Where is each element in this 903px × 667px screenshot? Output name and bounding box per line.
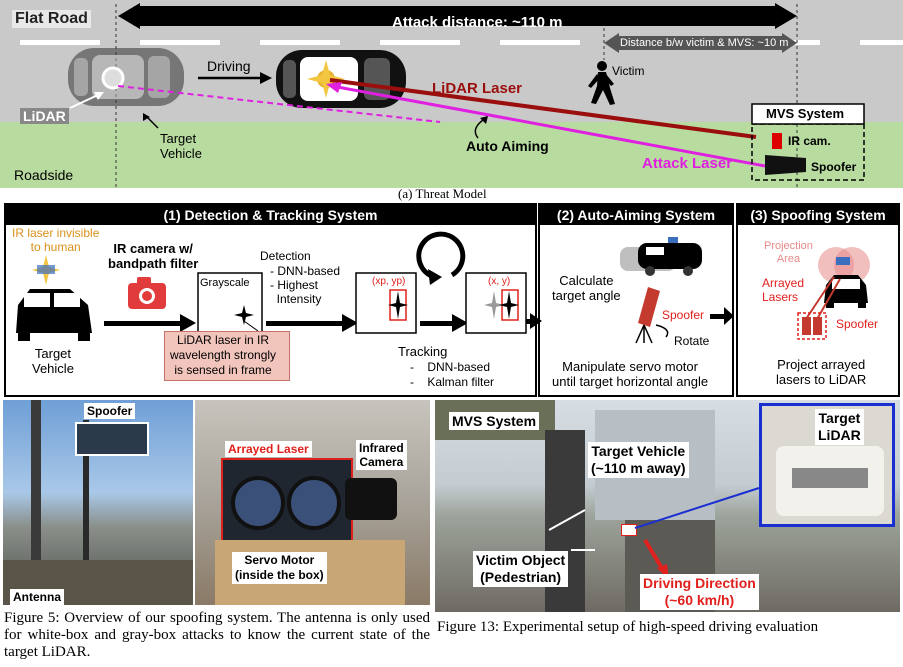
target-vehicle-marker — [621, 524, 637, 536]
mvs-photo-label: MVS System — [449, 412, 540, 430]
auto-aiming-panel: (2) Auto-Aiming System — [538, 203, 734, 397]
figure5-caption: Figure 5: Overview of our spoofing syste… — [4, 610, 430, 660]
detection-panel-title: (1) Detection & Tracking System — [6, 205, 535, 225]
photo-spoofer-label: Spoofer — [84, 403, 136, 419]
spoofing-spoofer-label: Spoofer — [836, 317, 879, 331]
target-lidar-label: Target LiDAR — [815, 409, 864, 445]
target-vehicle-photo-label: Target Vehicle (~110 m away) — [588, 442, 689, 478]
pedestrian-icon — [588, 61, 615, 105]
lane-marking — [20, 40, 100, 45]
manipulate-label: Manipulate servo motor until target hori… — [552, 359, 709, 389]
aiming-spoofer-label: Spoofer — [662, 308, 705, 322]
mvs-system-label: MVS System — [766, 106, 845, 121]
tracking-title: Tracking — [398, 344, 448, 359]
aiming-panel-title: (2) Auto-Aiming System — [540, 205, 732, 225]
infrared-camera-label: Infrared Camera — [356, 440, 407, 470]
ghost-car-icon — [68, 48, 184, 106]
spoofer-highlight — [75, 422, 149, 456]
tracking-item: - Kalman filter — [410, 375, 495, 389]
arrayed-lasers-label: Arrayed Lasers — [762, 276, 805, 304]
lidar-label: LiDAR — [20, 108, 69, 124]
coord-xy-label: (x, y) — [488, 276, 511, 287]
ir-camera-body — [345, 478, 397, 520]
arrayed-laser-label: Arrayed Laser — [225, 441, 312, 457]
detection-item: - DNN-based — [270, 264, 341, 278]
rotate-label: Rotate — [674, 334, 710, 348]
servo-motor-label: Servo Motor (inside the box) — [232, 552, 327, 584]
victim-distance-label: Distance b/w victim & MVS: ~10 m — [620, 37, 789, 49]
lane-marking — [140, 40, 220, 45]
driving-photo-annotations — [548, 487, 760, 580]
ir-laser-note: IR laser invisible to human — [12, 226, 100, 254]
roadside-label: Roadside — [14, 167, 74, 183]
tripod-pole — [83, 420, 89, 605]
spoofer-label: Spoofer — [811, 160, 857, 174]
figure13-caption: Figure 13: Experimental setup of high-sp… — [437, 619, 819, 635]
panel-arrow — [526, 313, 542, 329]
lane-marking — [260, 40, 340, 45]
lane-marking — [860, 40, 903, 45]
photo-antenna-label: Antenna — [10, 589, 64, 605]
coord-p-label: (xp, yp) — [372, 276, 406, 287]
lane-marking — [500, 40, 580, 45]
lane-marking — [380, 40, 460, 45]
detection-diagram — [16, 231, 527, 341]
tracking-item: - DNN-based — [410, 360, 491, 374]
laser-lens — [287, 476, 341, 530]
spoofing-panel-title: (3) Spoofing System — [738, 205, 898, 225]
aiming-diagram — [538, 237, 734, 344]
lidar-laser-label: LiDAR Laser — [432, 80, 523, 97]
spoofer-photo — [3, 400, 193, 605]
victim-label: Victim — [612, 64, 645, 78]
target-vehicle-label-panel: Target Vehicle — [32, 346, 74, 376]
laser-lens — [231, 476, 285, 530]
spoofing-diagram — [797, 247, 870, 340]
attack-laser-label: Attack Laser — [642, 155, 733, 172]
lidar-note: LiDAR laser in IR wavelength strongly is… — [170, 333, 277, 377]
detection-item: - Highest Intensity — [270, 278, 322, 306]
lidar-note-box — [164, 331, 290, 381]
ir-cam-label: IR cam. — [788, 134, 831, 148]
auto-aiming-label: Auto Aiming — [466, 138, 549, 154]
driving-label: Driving — [207, 58, 251, 74]
calc-angle-label: Calculate target angle — [552, 273, 621, 303]
ir-camera-label: IR camera w/ bandpath filter — [108, 241, 199, 271]
project-lasers-label: Project arrayed lasers to LiDAR — [776, 357, 867, 387]
tripod-pole — [31, 400, 41, 605]
detection-title: Detection — [260, 249, 311, 263]
grayscale-label: Grayscale — [200, 277, 250, 289]
target-vehicle-label: Target Vehicle — [160, 131, 202, 161]
driving-direction-label: Driving Direction (~60 km/h) — [640, 574, 759, 610]
projection-area-label: Projection Area — [764, 240, 813, 265]
threat-model-diagram — [68, 3, 865, 190]
attack-distance-label: Attack distance: ~110 m — [392, 14, 563, 31]
flat-road-label: Flat Road — [12, 10, 91, 28]
victim-object-label: Victim Object (Pedestrian) — [473, 551, 569, 587]
car-grille — [792, 468, 868, 488]
threat-model-caption: (a) Threat Model — [398, 186, 487, 201]
